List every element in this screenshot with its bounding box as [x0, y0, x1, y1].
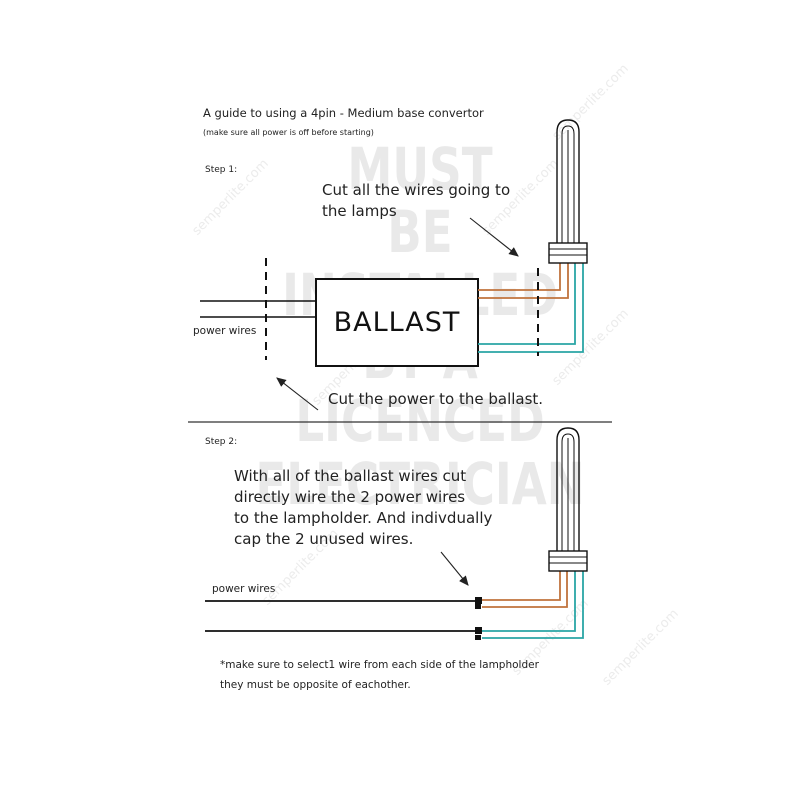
ballast-box — [315, 278, 479, 367]
arrow-to-power-cut — [276, 377, 319, 411]
power-wires-label-step2: power wires — [212, 583, 276, 595]
teal-wire-step2-1 — [482, 570, 576, 632]
orange-wire-step2-1 — [482, 570, 561, 601]
orange-wire-2 — [478, 262, 569, 299]
power-wires-label: power wires — [193, 325, 257, 337]
teal-wire-2 — [478, 262, 584, 353]
selection-note: *make sure to select1 wire from each sid… — [220, 659, 539, 691]
teal-wire-1 — [478, 262, 576, 345]
step1-label: Step 1: — [205, 165, 238, 175]
guide-subtitle: (make sure all power is off before start… — [203, 128, 374, 137]
arrow-to-caps — [440, 551, 469, 586]
ballast-label: BALLAST — [333, 307, 461, 338]
step2-instruction: With all of the ballast wires cut direct… — [234, 467, 493, 548]
arrow-to-lamp-wires — [469, 217, 519, 257]
orange-wire-step2-2 — [482, 570, 568, 608]
cut-wires-instruction: Cut all the wires going to the lamps — [322, 181, 511, 220]
cut-power-instruction: Cut the power to the ballast. — [328, 390, 544, 408]
lamp-step2 — [548, 427, 588, 572]
step2-label: Step 2: — [205, 437, 238, 447]
lamp-step1 — [548, 119, 588, 264]
teal-wire-step2-2 — [482, 570, 584, 639]
guide-title: A guide to using a 4pin - Medium base co… — [203, 106, 484, 120]
orange-wire-1 — [478, 262, 561, 291]
